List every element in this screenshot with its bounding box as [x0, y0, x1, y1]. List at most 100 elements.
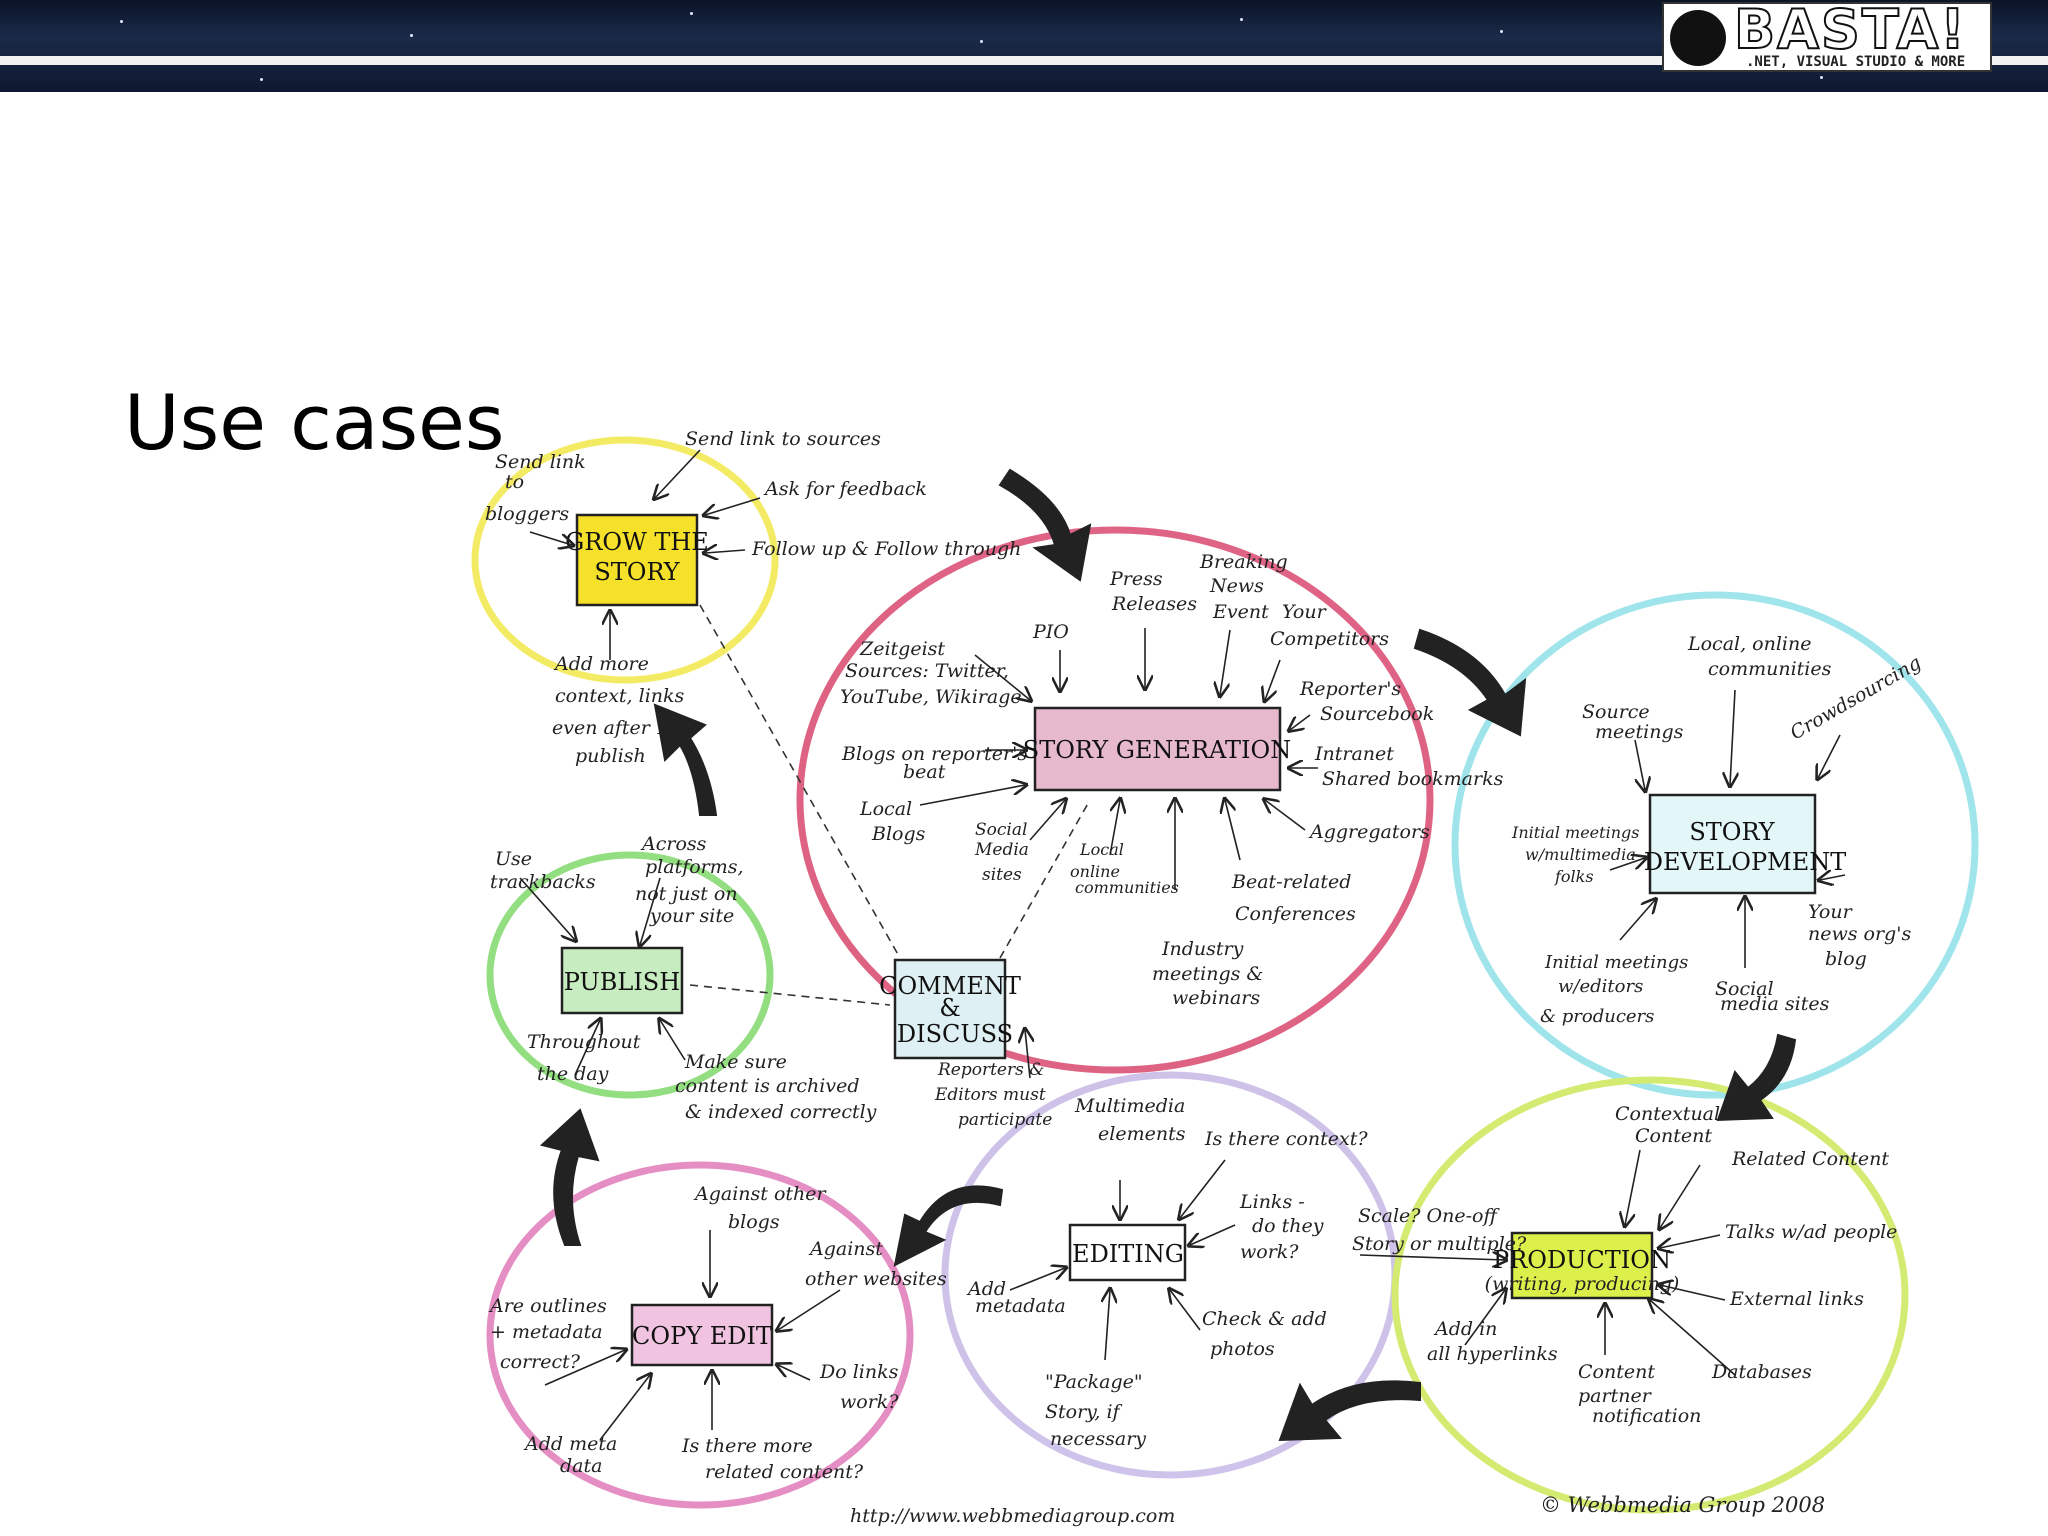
- flow-arrow-to-editing: [1278, 1380, 1421, 1442]
- flow-arrow-to-development: [1413, 628, 1527, 737]
- editing-box: [1068, 1223, 1187, 1282]
- story-generation-label: STORY GENERATION: [1023, 736, 1291, 764]
- note-external-links: External links: [1729, 1288, 1864, 1310]
- note-follow-up: Follow up & Follow through: [751, 538, 1021, 560]
- flow-arrow-to-copyedit: [893, 1185, 1004, 1267]
- input-arrows: [519, 449, 1846, 1441]
- copy-edit-label: COPY EDIT: [632, 1322, 772, 1350]
- production-box: [1510, 1231, 1654, 1300]
- flow-arrow-to-generation: [998, 468, 1092, 582]
- note-related-content: Related Content: [1731, 1148, 1889, 1170]
- production-sub-label: (writing, producing): [1485, 1273, 1680, 1295]
- note-pio: PIO: [1032, 621, 1069, 643]
- copy-edit-box: [630, 1303, 774, 1367]
- note-talks-w-ad-people: Talks w/ad people: [1725, 1221, 1897, 1243]
- note-is-there-context: Is there context?: [1204, 1128, 1368, 1150]
- slide-title: Use cases: [124, 378, 505, 467]
- basta-logo[interactable]: BASTA! .NET, VISUAL STUDIO & MORE: [1662, 0, 1992, 72]
- note-databases: Databases: [1711, 1361, 1812, 1383]
- publish-box: [560, 946, 684, 1015]
- comment-discuss-label: COMMENT&DISCUSS: [879, 972, 1021, 1048]
- production-label: PRODUCTION: [1493, 1246, 1671, 1274]
- flow-arrows: [539, 468, 1797, 1442]
- banner-star: [260, 78, 263, 81]
- note-ask-feedback: Ask for feedback: [763, 478, 927, 500]
- banner-star: [1240, 18, 1243, 21]
- publish-cycle-loop: [486, 851, 774, 1099]
- grow-cycle-loop: [471, 436, 779, 684]
- banner-stripe: [0, 56, 2048, 65]
- development-cycle-loop: [1451, 591, 1979, 1099]
- banner-star: [980, 40, 983, 43]
- banner-star: [120, 20, 123, 23]
- production-cycle-loop: [1391, 1076, 1909, 1514]
- banner-star: [1500, 30, 1503, 33]
- footer-copyright: © Webbmedia Group 2008: [1540, 1493, 1825, 1517]
- logo-splash-icon: [1670, 10, 1726, 66]
- story-development-box: [1648, 793, 1817, 895]
- publish-label: PUBLISH: [564, 968, 680, 996]
- note-send-link-sources: Send link to sources: [685, 428, 881, 450]
- logo-name: BASTA!: [1733, 0, 1967, 62]
- grow-the-story-box: [575, 513, 699, 607]
- note-aggregators: Aggregators: [1308, 821, 1430, 843]
- dashed-connectors: [689, 604, 1091, 1006]
- story-generation-box: [1033, 706, 1282, 792]
- logo-tagline: .NET, VISUAL STUDIO & MORE: [1746, 54, 1966, 70]
- banner-star: [1820, 76, 1823, 79]
- copyedit-cycle-loop: [486, 1161, 914, 1509]
- flow-arrow-to-publish: [539, 1108, 600, 1246]
- editing-label: EDITING: [1072, 1240, 1184, 1268]
- banner-star: [410, 34, 413, 37]
- flow-arrow-to-production: [1716, 1033, 1797, 1122]
- comment-discuss-box: [893, 958, 1007, 1060]
- header-banner: BASTA! .NET, VISUAL STUDIO & MORE: [0, 0, 2048, 92]
- banner-star: [690, 12, 693, 15]
- generation-cycle-loop: [796, 526, 1434, 1074]
- flow-arrow-to-grow: [653, 703, 718, 816]
- footer-url: http://www.webbmediagroup.com: [850, 1505, 1175, 1527]
